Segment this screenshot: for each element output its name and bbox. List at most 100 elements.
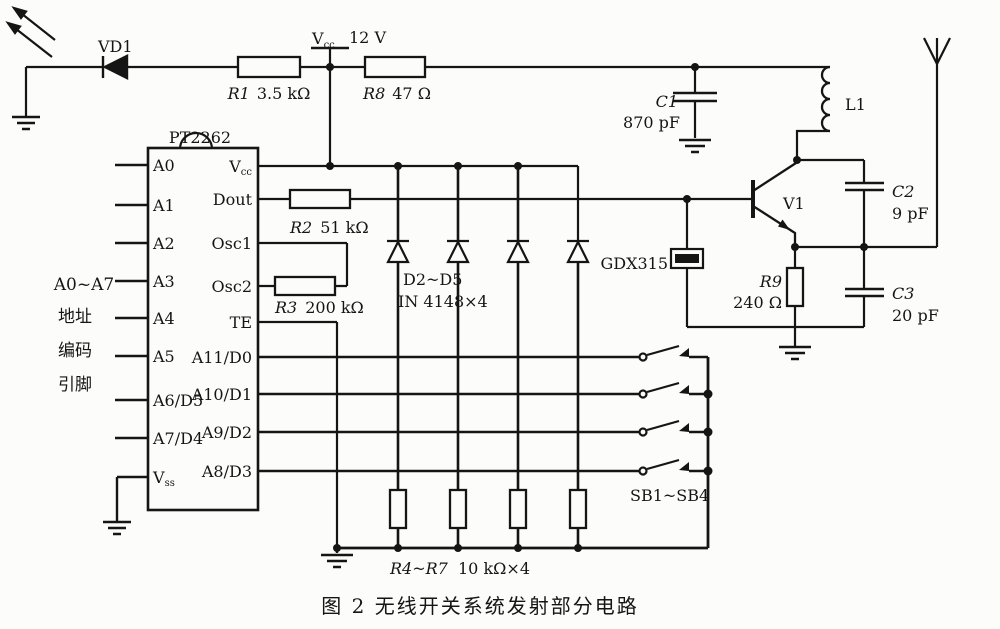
d2-triangle: [386, 239, 410, 264]
dot-bus-r6: [514, 544, 522, 552]
dot-vcc-rail: [326, 63, 334, 71]
side-note-line2: 编码: [58, 341, 92, 361]
switch-sb1: [638, 344, 689, 362]
emission-arrow-2-head: [5, 21, 22, 35]
ic-pin-a11d0: A11/D0: [191, 348, 252, 367]
dot-crystal-top: [683, 195, 691, 203]
ic-notch: [178, 131, 214, 150]
ic-pin-vss: Vss: [152, 468, 175, 489]
sb1-lever: [646, 344, 680, 357]
label-r4r7-name: R4~R7: [389, 559, 449, 578]
capacitor-c2: [845, 181, 884, 192]
sb1-contact: [638, 352, 648, 362]
crystal-gdx315: [669, 247, 705, 270]
ground-r9: [779, 345, 811, 361]
top-rail-wires: [24, 48, 830, 166]
transistor-v1: [751, 162, 797, 247]
ic-pin-a9d2: A9/D2: [201, 423, 252, 442]
ic-pt2262: [146, 131, 260, 512]
dot-bus-te: [333, 544, 341, 552]
label-ic-title: PT2262: [169, 128, 231, 147]
emission-arrow-1-head: [11, 6, 28, 20]
ic-pin-a8d3: A8/D3: [201, 462, 252, 481]
diode-d2: [386, 239, 410, 264]
sb4-pole: [679, 462, 689, 471]
resistor-r5: [448, 488, 468, 530]
figure-caption: 图 2 无线开关系统发射部分电路: [321, 594, 638, 618]
ic-body: [146, 146, 260, 512]
label-vcc-power: Vcc: [311, 29, 335, 51]
label-c2-value: 9 pF: [892, 204, 929, 223]
ground-vss: [103, 520, 131, 536]
v1-emitter: [752, 205, 797, 247]
resistor-r9: [785, 266, 805, 308]
dot-bus-r4: [394, 544, 402, 552]
grid-columns: [396, 166, 580, 548]
dot-emitter-node: [791, 243, 799, 251]
label-vcc-voltage: 12 V: [349, 28, 386, 47]
ic-pin-a7d4: A7/D4: [152, 429, 203, 448]
ic-pin-a1: A1: [152, 196, 175, 215]
d4-triangle: [506, 239, 530, 264]
diode-vd1: [101, 54, 129, 80]
dot-bus-r7: [574, 544, 582, 552]
rf-stage-wires: [685, 37, 951, 346]
resistor-r6: [508, 488, 528, 530]
label-c1-value: 870 pF: [623, 113, 680, 132]
ground-c1: [679, 138, 711, 154]
ground-bottom-bus: [321, 553, 353, 569]
ic-pin-a6d5: A6/D5: [152, 391, 203, 410]
sb2-contact: [638, 389, 648, 399]
emission-arrows: [5, 6, 56, 58]
sb4-lever: [646, 458, 680, 471]
v1-emitter-arrow: [778, 219, 790, 230]
switch-array-sb1-sb4: [638, 344, 689, 476]
capacitor-c3: [845, 287, 884, 298]
resistor-bodies: [236, 55, 805, 530]
sb3-lever: [646, 419, 680, 432]
label-d2d5-value: IN 4148×4: [398, 292, 488, 311]
sb4-contact: [638, 466, 648, 476]
label-c3-name: C3: [892, 284, 914, 303]
label-r4r7-value: 10 kΩ×4: [458, 559, 530, 578]
ic-pin-te: TE: [230, 313, 252, 332]
ic-pin-a0: A0: [152, 156, 175, 175]
resistor-r2: [288, 188, 352, 210]
crystal-bar: [675, 254, 699, 263]
sb3-pole: [679, 423, 689, 432]
ic-pin-a10d1: A10/D1: [191, 385, 252, 404]
ground-left: [12, 115, 40, 131]
v1-collector: [752, 162, 797, 192]
ic-pin-vcc: Vcc: [228, 157, 252, 178]
label-r9-name: R9: [759, 272, 782, 291]
label-v1: V1: [782, 194, 805, 213]
ic-pin-a2: A2: [152, 234, 175, 253]
dot-bus-row3: [703, 427, 713, 437]
resistor-r7: [568, 488, 588, 530]
sb2-lever: [646, 381, 680, 394]
vd1-triangle: [102, 54, 129, 80]
label-c1-name: C1: [656, 92, 678, 111]
ic-pin-dout: Dout: [213, 190, 253, 209]
dot-vcc-pin: [326, 162, 334, 170]
ic-pin-osc2: Osc2: [212, 277, 252, 296]
diode-array-d2-d5: [386, 239, 590, 264]
crystal-outline: [669, 247, 705, 270]
label-c2-name: C2: [892, 182, 914, 201]
junction-dots: [326, 63, 868, 552]
dot-col2-top: [454, 162, 462, 170]
label-c3-value: 20 pF: [892, 306, 939, 325]
ic-pin-osc1: Osc1: [212, 234, 252, 253]
resistor-r3: [273, 275, 337, 297]
capacitor-c1: [673, 91, 717, 103]
capacitor-plates: [673, 91, 884, 298]
dot-col1-top: [394, 162, 402, 170]
wire-network: [24, 37, 951, 553]
label-d2d5-name: D2~D5: [403, 270, 462, 289]
